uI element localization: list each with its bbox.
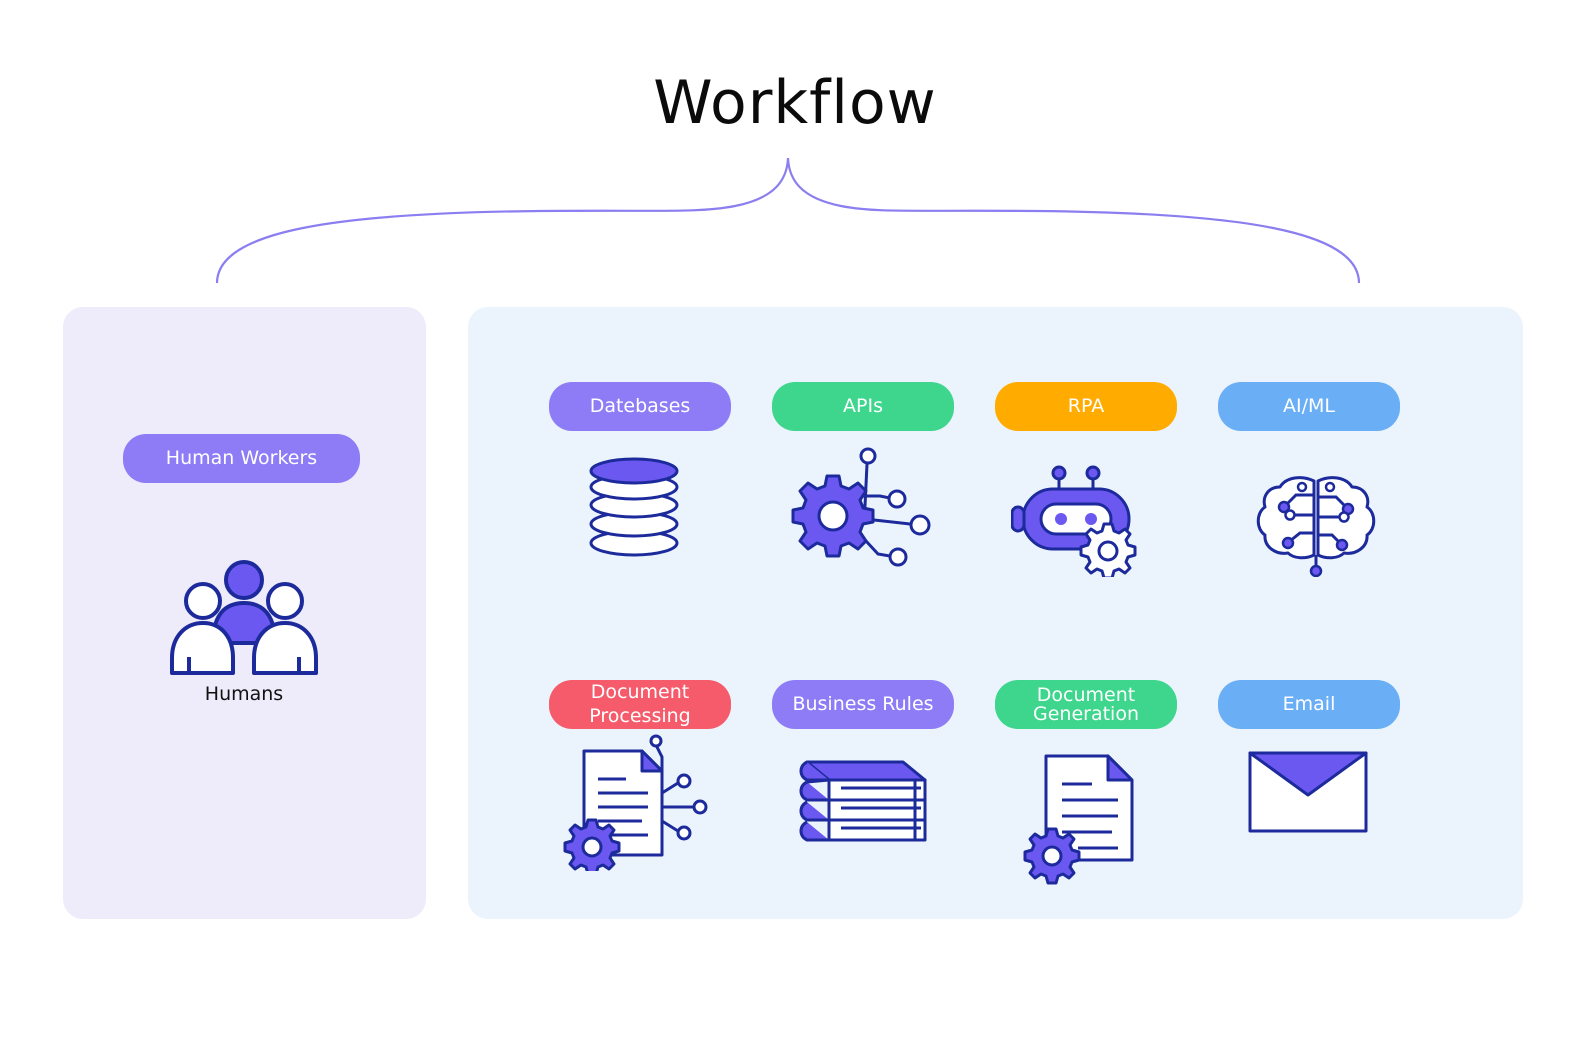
humans-icon [170,560,318,675]
workflow-title: Workflow [653,68,937,138]
brain-icon [1256,476,1376,577]
rpa-pill: RPA [995,382,1177,431]
envelope-icon [1248,751,1368,833]
humans-caption: Humans [204,683,284,705]
ai-ml-pill: AI/ML [1218,382,1400,431]
business-rules-pill: Business Rules [772,680,954,729]
workflow-brace [215,157,1361,284]
books-icon [799,760,927,842]
document-generation-pill: Document Generation [995,680,1177,729]
email-pill: Email [1218,680,1400,729]
database-icon [589,457,679,557]
document-generation-icon [1023,754,1134,885]
databases-pill: Datebases [549,382,731,431]
robot-icon [1011,465,1137,577]
apis-pill: APIs [772,382,954,431]
human-workers-pill: Human Workers [123,434,360,483]
document-processing-icon [563,734,708,871]
document-processing-pill: Document Processing [549,680,731,729]
api-gear-icon [791,447,931,567]
